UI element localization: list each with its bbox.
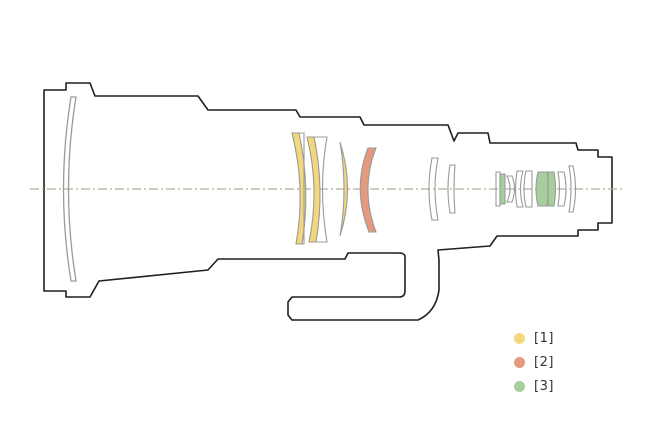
legend: [1] [2] [3] [514, 330, 554, 394]
lens-element-outline [514, 170, 524, 208]
lens-group-3-element-2 [535, 171, 550, 207]
legend-label: [1] [534, 330, 554, 346]
lens-element-outline [568, 165, 577, 213]
lens-element-outline [557, 171, 567, 207]
legend-item-group-1: [1] [514, 330, 554, 346]
lens-group-3-element-1 [499, 173, 506, 205]
legend-swatch-green [514, 380, 525, 392]
lens-element-outline [523, 170, 533, 208]
legend-swatch-orange [514, 356, 525, 368]
legend-label: [3] [534, 378, 554, 394]
legend-item-group-3: [3] [514, 378, 554, 394]
lens-barrel-outline [43, 82, 613, 321]
lens-group-1-element-3 [339, 141, 349, 237]
legend-swatch-yellow [514, 332, 525, 344]
legend-label: [2] [534, 354, 554, 370]
front-lens-element [62, 96, 77, 282]
lens-element-outline [506, 175, 516, 203]
lens-element-outline [428, 157, 439, 221]
lens-element-outline [495, 171, 501, 207]
lens-element-outline [314, 136, 328, 243]
legend-item-group-2: [2] [514, 354, 554, 370]
lens-element-outline [447, 164, 456, 214]
lens-group-2-element [359, 147, 377, 233]
lens-group-3-element-3 [547, 171, 557, 207]
lens-element-outline [299, 132, 305, 245]
